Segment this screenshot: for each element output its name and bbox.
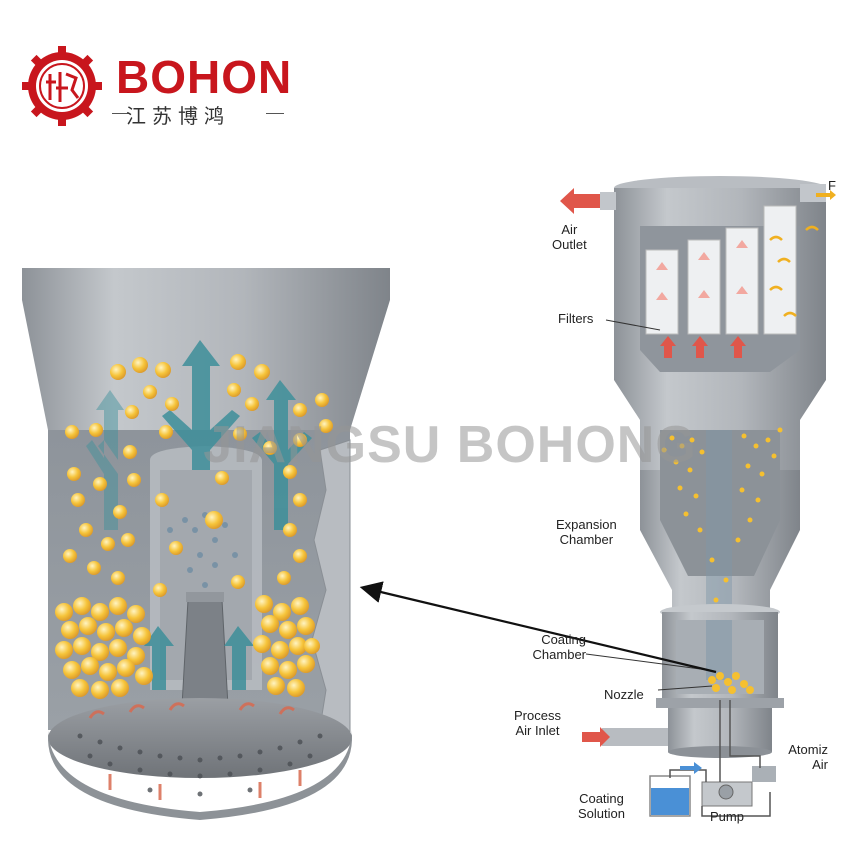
fluidized-particles (63, 354, 333, 597)
exhaust-flow-arrows (660, 336, 746, 358)
fluid-bed-machine (560, 176, 836, 817)
distributor-plate-holes (77, 733, 323, 797)
brand-divider-left (112, 113, 130, 114)
air-flow-arrows (86, 340, 312, 690)
top-right-arrow (816, 190, 836, 200)
particle-bed (55, 595, 320, 699)
label-coating-solution: Coating Solution (578, 791, 625, 821)
bohon-logo-icon (22, 46, 102, 126)
label-coating-chamber: Coating Chamber (532, 632, 586, 662)
label-process-air-inlet: Process Air Inlet (514, 708, 561, 738)
label-pump: Pump (710, 809, 744, 824)
label-filters: Filters (558, 311, 594, 326)
label-air-outlet: Air Outlet (552, 222, 587, 252)
label-expansion-chamber: Expansion Chamber (556, 517, 617, 547)
filter-cartridges (645, 205, 797, 335)
zoom-view (22, 268, 390, 820)
fine-spray-cloud (167, 512, 238, 588)
air-outlet-arrow (560, 188, 600, 214)
expansion-chamber-particles (661, 427, 783, 623)
solution-flow-arrow (680, 762, 702, 774)
pulse-flow-flecks (769, 225, 819, 317)
brand-name: BOHON (116, 51, 293, 103)
label-top-right-cut: F (828, 178, 836, 193)
zoom-callout-arrow (359, 581, 717, 674)
brand-chinese-name: 江苏博鸿 (126, 104, 230, 128)
label-atomizing-air: Atomiz Air (788, 742, 828, 772)
coating-chamber-bed (708, 672, 754, 694)
label-nozzle: Nozzle (604, 687, 644, 702)
inlet-air-arrows (88, 702, 302, 800)
watermark: JIANGSU BOHONG (203, 416, 697, 474)
brand-divider-right (266, 113, 284, 114)
process-air-inlet-arrow (582, 727, 610, 747)
